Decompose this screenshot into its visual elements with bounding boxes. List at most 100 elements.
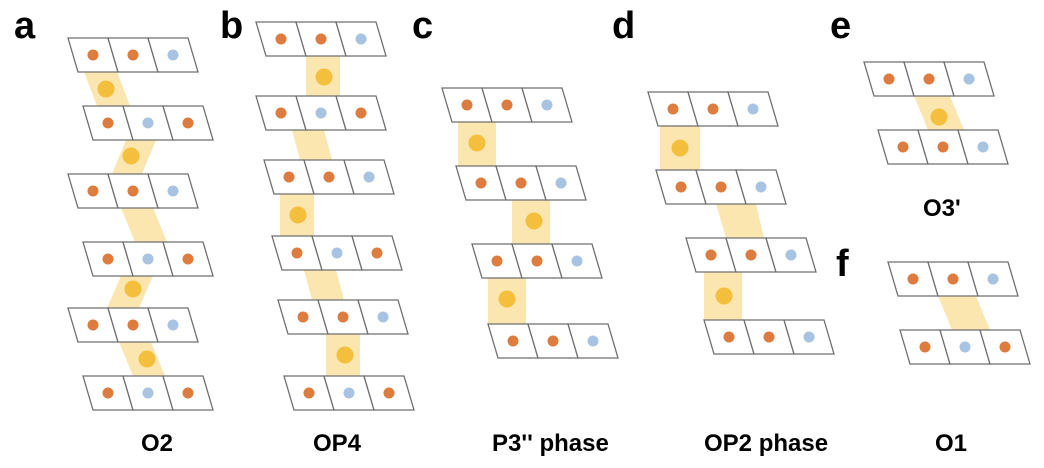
interlayer-band xyxy=(716,204,764,238)
orange-atom xyxy=(897,141,909,153)
orange-atom xyxy=(947,273,959,285)
orange-atom xyxy=(87,319,99,331)
blue-atom xyxy=(977,141,989,153)
orange-atom xyxy=(667,103,679,115)
phase-label-o3prime: O3' xyxy=(923,195,961,222)
orange-atom xyxy=(182,253,194,265)
phase-label-op2: OP2 phase xyxy=(704,430,828,457)
alkali-atom xyxy=(97,80,115,98)
alkali-atom xyxy=(122,147,140,165)
blue-atom xyxy=(142,387,154,399)
orange-atom xyxy=(127,185,139,197)
orange-atom xyxy=(87,49,99,61)
blue-atom xyxy=(355,33,367,45)
orange-atom xyxy=(323,171,335,183)
blue-atom xyxy=(142,253,154,265)
orange-atom xyxy=(275,33,287,45)
orange-atom xyxy=(283,171,295,183)
phase-label-o2: O2 xyxy=(141,430,173,457)
orange-atom xyxy=(275,107,287,119)
blue-atom xyxy=(963,73,975,85)
alkali-atom xyxy=(468,134,486,152)
alkali-atom xyxy=(715,287,733,305)
blue-atom xyxy=(315,107,327,119)
orange-atom xyxy=(127,319,139,331)
orange-atom xyxy=(937,141,949,153)
blue-atom xyxy=(803,331,815,343)
orange-atom xyxy=(371,247,383,259)
layer-row xyxy=(455,165,587,201)
phase-label-p3: P3'' phase xyxy=(492,430,609,457)
orange-atom xyxy=(507,335,519,347)
orange-atom xyxy=(547,335,559,347)
layer-rows xyxy=(67,21,1031,411)
interlayer-band xyxy=(121,208,167,242)
blue-atom xyxy=(555,177,567,189)
alkali-atom xyxy=(525,212,543,230)
orange-atom xyxy=(303,387,315,399)
orange-atom xyxy=(907,273,919,285)
orange-atom xyxy=(182,117,194,129)
orange-atom xyxy=(531,255,543,267)
orange-atom xyxy=(723,331,735,343)
panel-letter-d: d xyxy=(612,5,635,47)
interlayer-band xyxy=(304,270,344,300)
orange-atom xyxy=(461,99,473,111)
blue-atom xyxy=(571,255,583,267)
panel-letter-b: b xyxy=(220,5,243,47)
orange-atom xyxy=(127,49,139,61)
orange-atom xyxy=(745,249,757,261)
blue-atom xyxy=(959,341,971,353)
blue-atom xyxy=(541,99,553,111)
interlayer-band xyxy=(292,130,332,160)
blue-atom xyxy=(377,311,389,323)
orange-atom xyxy=(501,99,513,111)
blue-atom xyxy=(785,249,797,261)
phase-label-o1: O1 xyxy=(935,430,967,457)
orange-atom xyxy=(102,117,114,129)
blue-atom xyxy=(587,335,599,347)
blue-atom xyxy=(987,273,999,285)
orange-atom xyxy=(337,311,349,323)
orange-atom xyxy=(999,341,1011,353)
panel-letter-f: f xyxy=(836,243,849,285)
orange-atom xyxy=(705,249,717,261)
alkali-atom xyxy=(315,68,333,86)
orange-atom xyxy=(102,253,114,265)
orange-atom xyxy=(883,73,895,85)
blue-atom xyxy=(363,171,375,183)
orange-atom xyxy=(315,33,327,45)
alkali-atom xyxy=(336,346,354,364)
blue-atom xyxy=(167,319,179,331)
layer-row xyxy=(263,159,395,195)
orange-atom xyxy=(475,177,487,189)
interlayer-band xyxy=(938,296,990,330)
alkali-atom xyxy=(124,280,142,298)
orange-atom xyxy=(763,331,775,343)
orange-atom xyxy=(297,311,309,323)
alkali-atom xyxy=(289,206,307,224)
panel-letter-a: a xyxy=(14,5,36,47)
blue-atom xyxy=(167,49,179,61)
atoms xyxy=(87,33,1011,399)
blue-atom xyxy=(747,103,759,115)
alkali-atom xyxy=(930,108,948,126)
orange-atom xyxy=(707,103,719,115)
orange-atom xyxy=(675,181,687,193)
orange-atom xyxy=(515,177,527,189)
orange-atom xyxy=(355,107,367,119)
blue-atom xyxy=(755,181,767,193)
orange-atom xyxy=(102,387,114,399)
alkali-atom xyxy=(498,290,516,308)
orange-atom xyxy=(919,341,931,353)
panel-letter-c: c xyxy=(412,5,433,47)
phase-label-op4: OP4 xyxy=(313,430,362,457)
orange-atom xyxy=(182,387,194,399)
blue-atom xyxy=(343,387,355,399)
alkali-atom xyxy=(671,139,689,157)
orange-atom xyxy=(87,185,99,197)
orange-atom xyxy=(291,247,303,259)
panel-letter-e: e xyxy=(830,5,851,47)
orange-atom xyxy=(715,181,727,193)
